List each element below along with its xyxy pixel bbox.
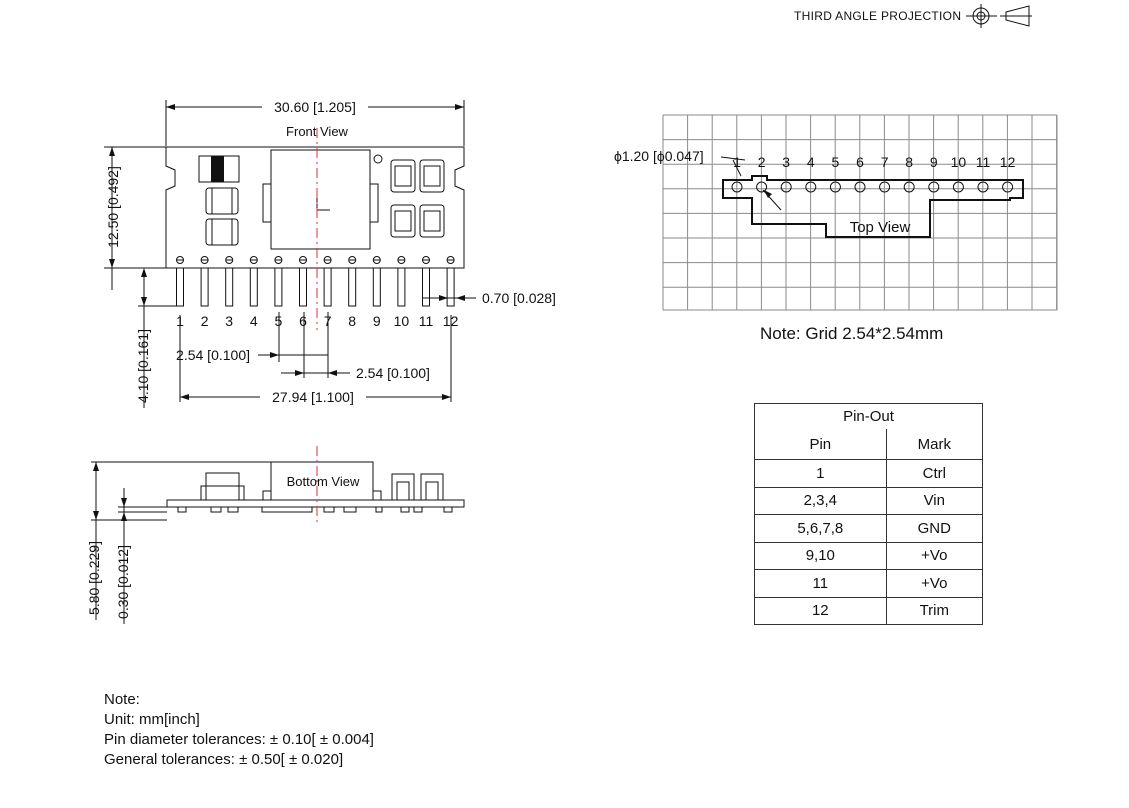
notes-general-tolerance: General tolerances: ± 0.50[ ± 0.020] — [104, 751, 344, 768]
pinout-title: Pin-Out — [754, 403, 983, 429]
pin-hole — [977, 181, 989, 193]
front-pin-label: 3 — [225, 313, 233, 329]
top-pin-label: 4 — [807, 154, 815, 170]
front-pin — [225, 256, 234, 307]
pin-hole — [805, 181, 817, 193]
pin-hole — [952, 181, 964, 193]
notes: Note: Unit: mm[inch] Pin diameter tolera… — [104, 690, 374, 770]
top-pin-label: 1 — [733, 154, 741, 170]
front-dim-pin-diameter: 0.70 [0.028] — [482, 290, 556, 306]
mark-cell: +Vo — [885, 541, 984, 570]
top-pin-label: 2 — [758, 154, 766, 170]
pin-hole — [928, 181, 940, 193]
pin-hole — [756, 181, 768, 193]
top-dim-hole: ϕ1.20 [ϕ0.047] — [614, 148, 704, 164]
bottom-view-title: Bottom View — [287, 474, 360, 489]
top-pin-label: 3 — [782, 154, 790, 170]
bottom-dim-board-thickness: 0.30 [0.012] — [115, 545, 131, 619]
top-pin-label: 7 — [881, 154, 889, 170]
front-pin — [397, 256, 406, 307]
front-pin — [299, 256, 307, 307]
front-pins — [176, 256, 455, 307]
pin-hole — [1002, 181, 1014, 193]
third-angle-projection-icon — [966, 4, 1032, 28]
pin-hole — [731, 181, 743, 193]
table-row: 2,3,4 Vin — [754, 486, 984, 515]
front-pin — [249, 256, 258, 307]
pin-hole — [854, 181, 866, 193]
notes-unit: Unit: mm[inch] — [104, 711, 200, 728]
pin-cell: 1 — [754, 459, 887, 488]
front-pin — [446, 256, 455, 307]
front-dim-height: 12.50 [0.492] — [105, 166, 121, 248]
top-pin-label: 10 — [951, 154, 967, 170]
front-dim-span: 27.94 [1.100] — [272, 389, 354, 405]
top-view-grid — [662, 114, 1058, 311]
pinout-col-pin: Pin — [754, 429, 887, 460]
top-pin-label: 5 — [832, 154, 840, 170]
front-pin-label: 11 — [419, 313, 434, 329]
table-row: 5,6,7,8 GND — [754, 514, 984, 543]
front-pin — [176, 256, 184, 307]
pin-cell: 2,3,4 — [754, 486, 887, 515]
grid-note: Note: Grid 2.54*2.54mm — [760, 324, 944, 343]
front-pin — [200, 256, 209, 307]
mark-cell: Vin — [885, 486, 984, 515]
front-pin-label: 2 — [201, 313, 209, 329]
pin-cell: 5,6,7,8 — [754, 514, 887, 543]
front-pin — [348, 256, 357, 307]
pinout-col-mark: Mark — [885, 429, 984, 460]
top-pin-label: 12 — [1000, 154, 1016, 170]
pin-hole — [879, 181, 891, 193]
table-row: 11 +Vo — [754, 569, 984, 598]
front-pin-label: 6 — [299, 313, 307, 329]
pin-cell: 11 — [754, 569, 887, 598]
pin-cell: 9,10 — [754, 541, 887, 570]
table-row: 9,10 +Vo — [754, 541, 984, 570]
top-pin-label: 11 — [976, 154, 991, 170]
pin-hole — [829, 181, 841, 193]
top-pin-label: 8 — [905, 154, 913, 170]
top-pin-label: 6 — [856, 154, 864, 170]
mark-cell: +Vo — [885, 569, 984, 598]
bottom-view: Bottom View 5.80 [0.229] 0.30 [0.012] — [86, 446, 465, 624]
top-pin-label: 9 — [930, 154, 938, 170]
front-pin — [372, 256, 381, 307]
pin-hole — [780, 181, 792, 193]
front-dim-width: 30.60 [1.205] — [274, 99, 356, 115]
pin-hole — [903, 181, 915, 193]
front-pin — [422, 256, 430, 307]
table-row: 1 Ctrl — [754, 459, 984, 488]
pinout-table: Pin-Out Pin Mark 1 Ctrl 2,3,4 Vin 5,6,7,… — [754, 403, 984, 625]
front-pin-label: 4 — [250, 313, 258, 329]
top-view-title: Top View — [850, 219, 911, 236]
front-pin-label: 10 — [394, 313, 410, 329]
mark-cell: Trim — [885, 596, 984, 625]
front-dim-pitch-b: 2.54 [0.100] — [356, 365, 430, 381]
front-pin — [323, 256, 332, 307]
front-pin-label: 8 — [348, 313, 356, 329]
front-pin — [274, 256, 283, 307]
pin-cell: 12 — [754, 596, 887, 625]
notes-pin-tolerance: Pin diameter tolerances: ± 0.10[ ± 0.004… — [104, 731, 374, 748]
mark-cell: Ctrl — [885, 459, 984, 488]
notes-heading: Note: — [104, 691, 140, 708]
table-row: 12 Trim — [754, 596, 984, 625]
front-dim-pin-length: 4.10 [0.161] — [135, 329, 151, 403]
front-dim-pitch-a: 2.54 [0.100] — [176, 347, 250, 363]
top-holes — [731, 181, 1014, 193]
mark-cell: GND — [885, 514, 984, 543]
front-pin-label: 9 — [373, 313, 381, 329]
projection-label: THIRD ANGLE PROJECTION — [794, 9, 962, 23]
bottom-dim-total-height: 5.80 [0.229] — [86, 541, 102, 615]
